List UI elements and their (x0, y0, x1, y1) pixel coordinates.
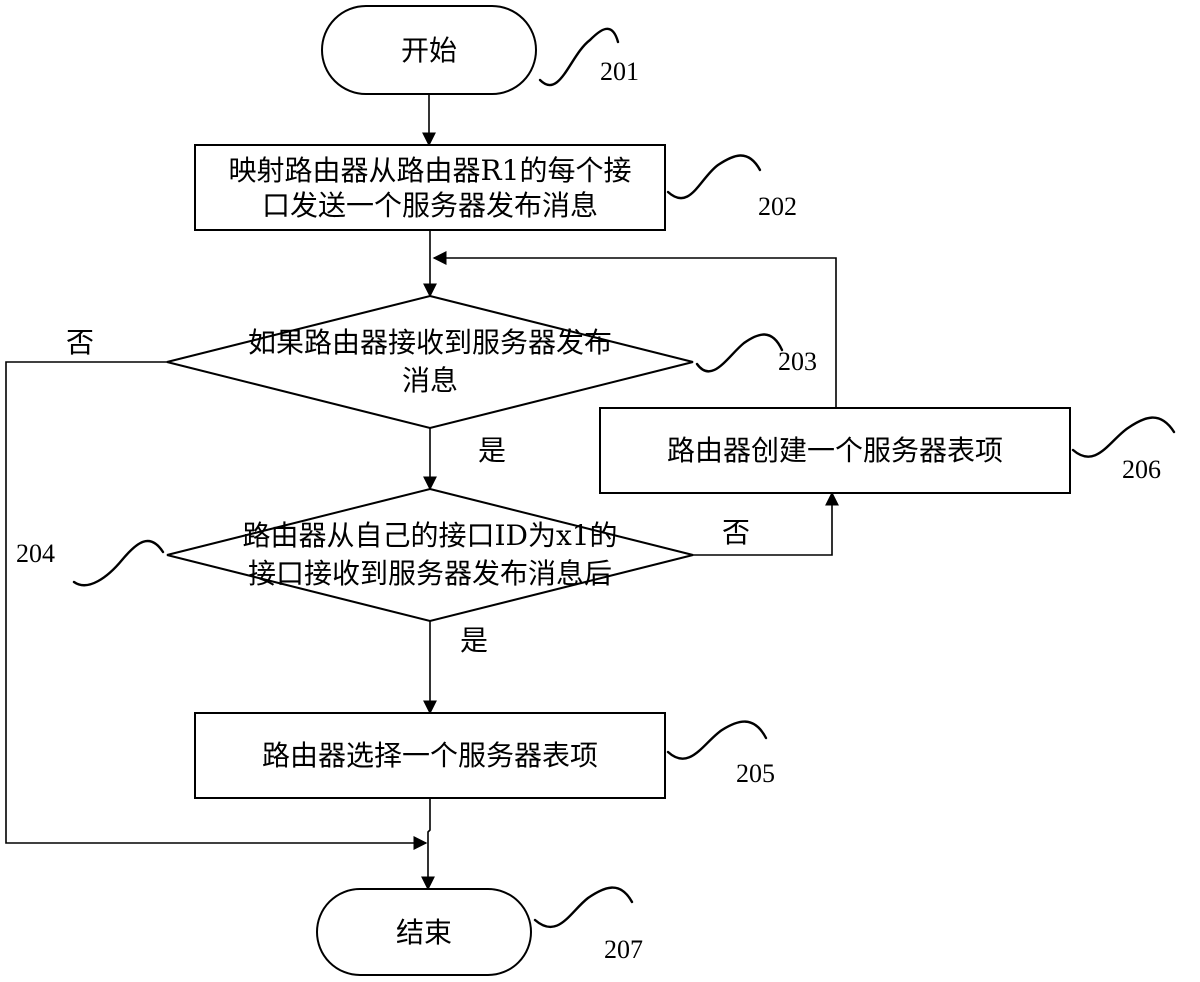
edge-select-end (421, 798, 435, 891)
select-process: 路由器选择一个服务器表项 (194, 712, 666, 799)
start-label: 开始 (401, 34, 457, 67)
interface-yes-label: 是 (460, 624, 488, 657)
receive-yes-label: 是 (478, 434, 506, 467)
edge-interface-no (693, 491, 839, 556)
receive-line2: 消息 (402, 364, 458, 397)
interface-decision: 路由器从自己的接口ID为x1的 接口接收到服务器发布消息后 (166, 487, 694, 623)
select-label: 路由器选择一个服务器表项 (262, 739, 598, 772)
create-process: 路由器创建一个服务器表项 (599, 407, 1071, 494)
edge-receive-no (5, 361, 428, 850)
ref-206-callout (1071, 416, 1176, 458)
ref-202: 202 (758, 192, 797, 221)
interface-no-label: 否 (722, 516, 750, 549)
ref-203-callout (695, 333, 784, 373)
ref-204-callout (72, 539, 165, 587)
create-label: 路由器创建一个服务器表项 (667, 434, 1003, 467)
receive-line1: 如果路由器接收到服务器发布 (248, 326, 612, 359)
ref-205-callout (666, 720, 768, 760)
ref-201: 201 (600, 57, 639, 86)
ref-207-callout (533, 886, 634, 928)
ref-205: 205 (736, 759, 775, 788)
ref-204: 204 (16, 539, 55, 568)
send-process: 映射路由器从路由器R1的每个接 口发送一个服务器发布消息 (194, 144, 666, 231)
interface-line1: 路由器从自己的接口ID为x1的 (242, 519, 617, 552)
end-label: 结束 (396, 916, 452, 949)
send-line2: 口发送一个服务器发布消息 (262, 189, 598, 222)
receive-no-label: 否 (66, 326, 94, 359)
send-line1: 映射路由器从路由器R1的每个接 (229, 154, 632, 187)
edge-create-loop (432, 251, 837, 408)
ref-206: 206 (1122, 455, 1161, 484)
end-node: 结束 (316, 888, 532, 976)
ref-207: 207 (604, 935, 643, 964)
interface-line2: 接口接收到服务器发布消息后 (248, 557, 612, 590)
ref-201-callout (538, 27, 620, 87)
ref-203: 203 (778, 347, 817, 376)
start-node: 开始 (321, 5, 537, 95)
ref-202-callout (666, 154, 762, 200)
